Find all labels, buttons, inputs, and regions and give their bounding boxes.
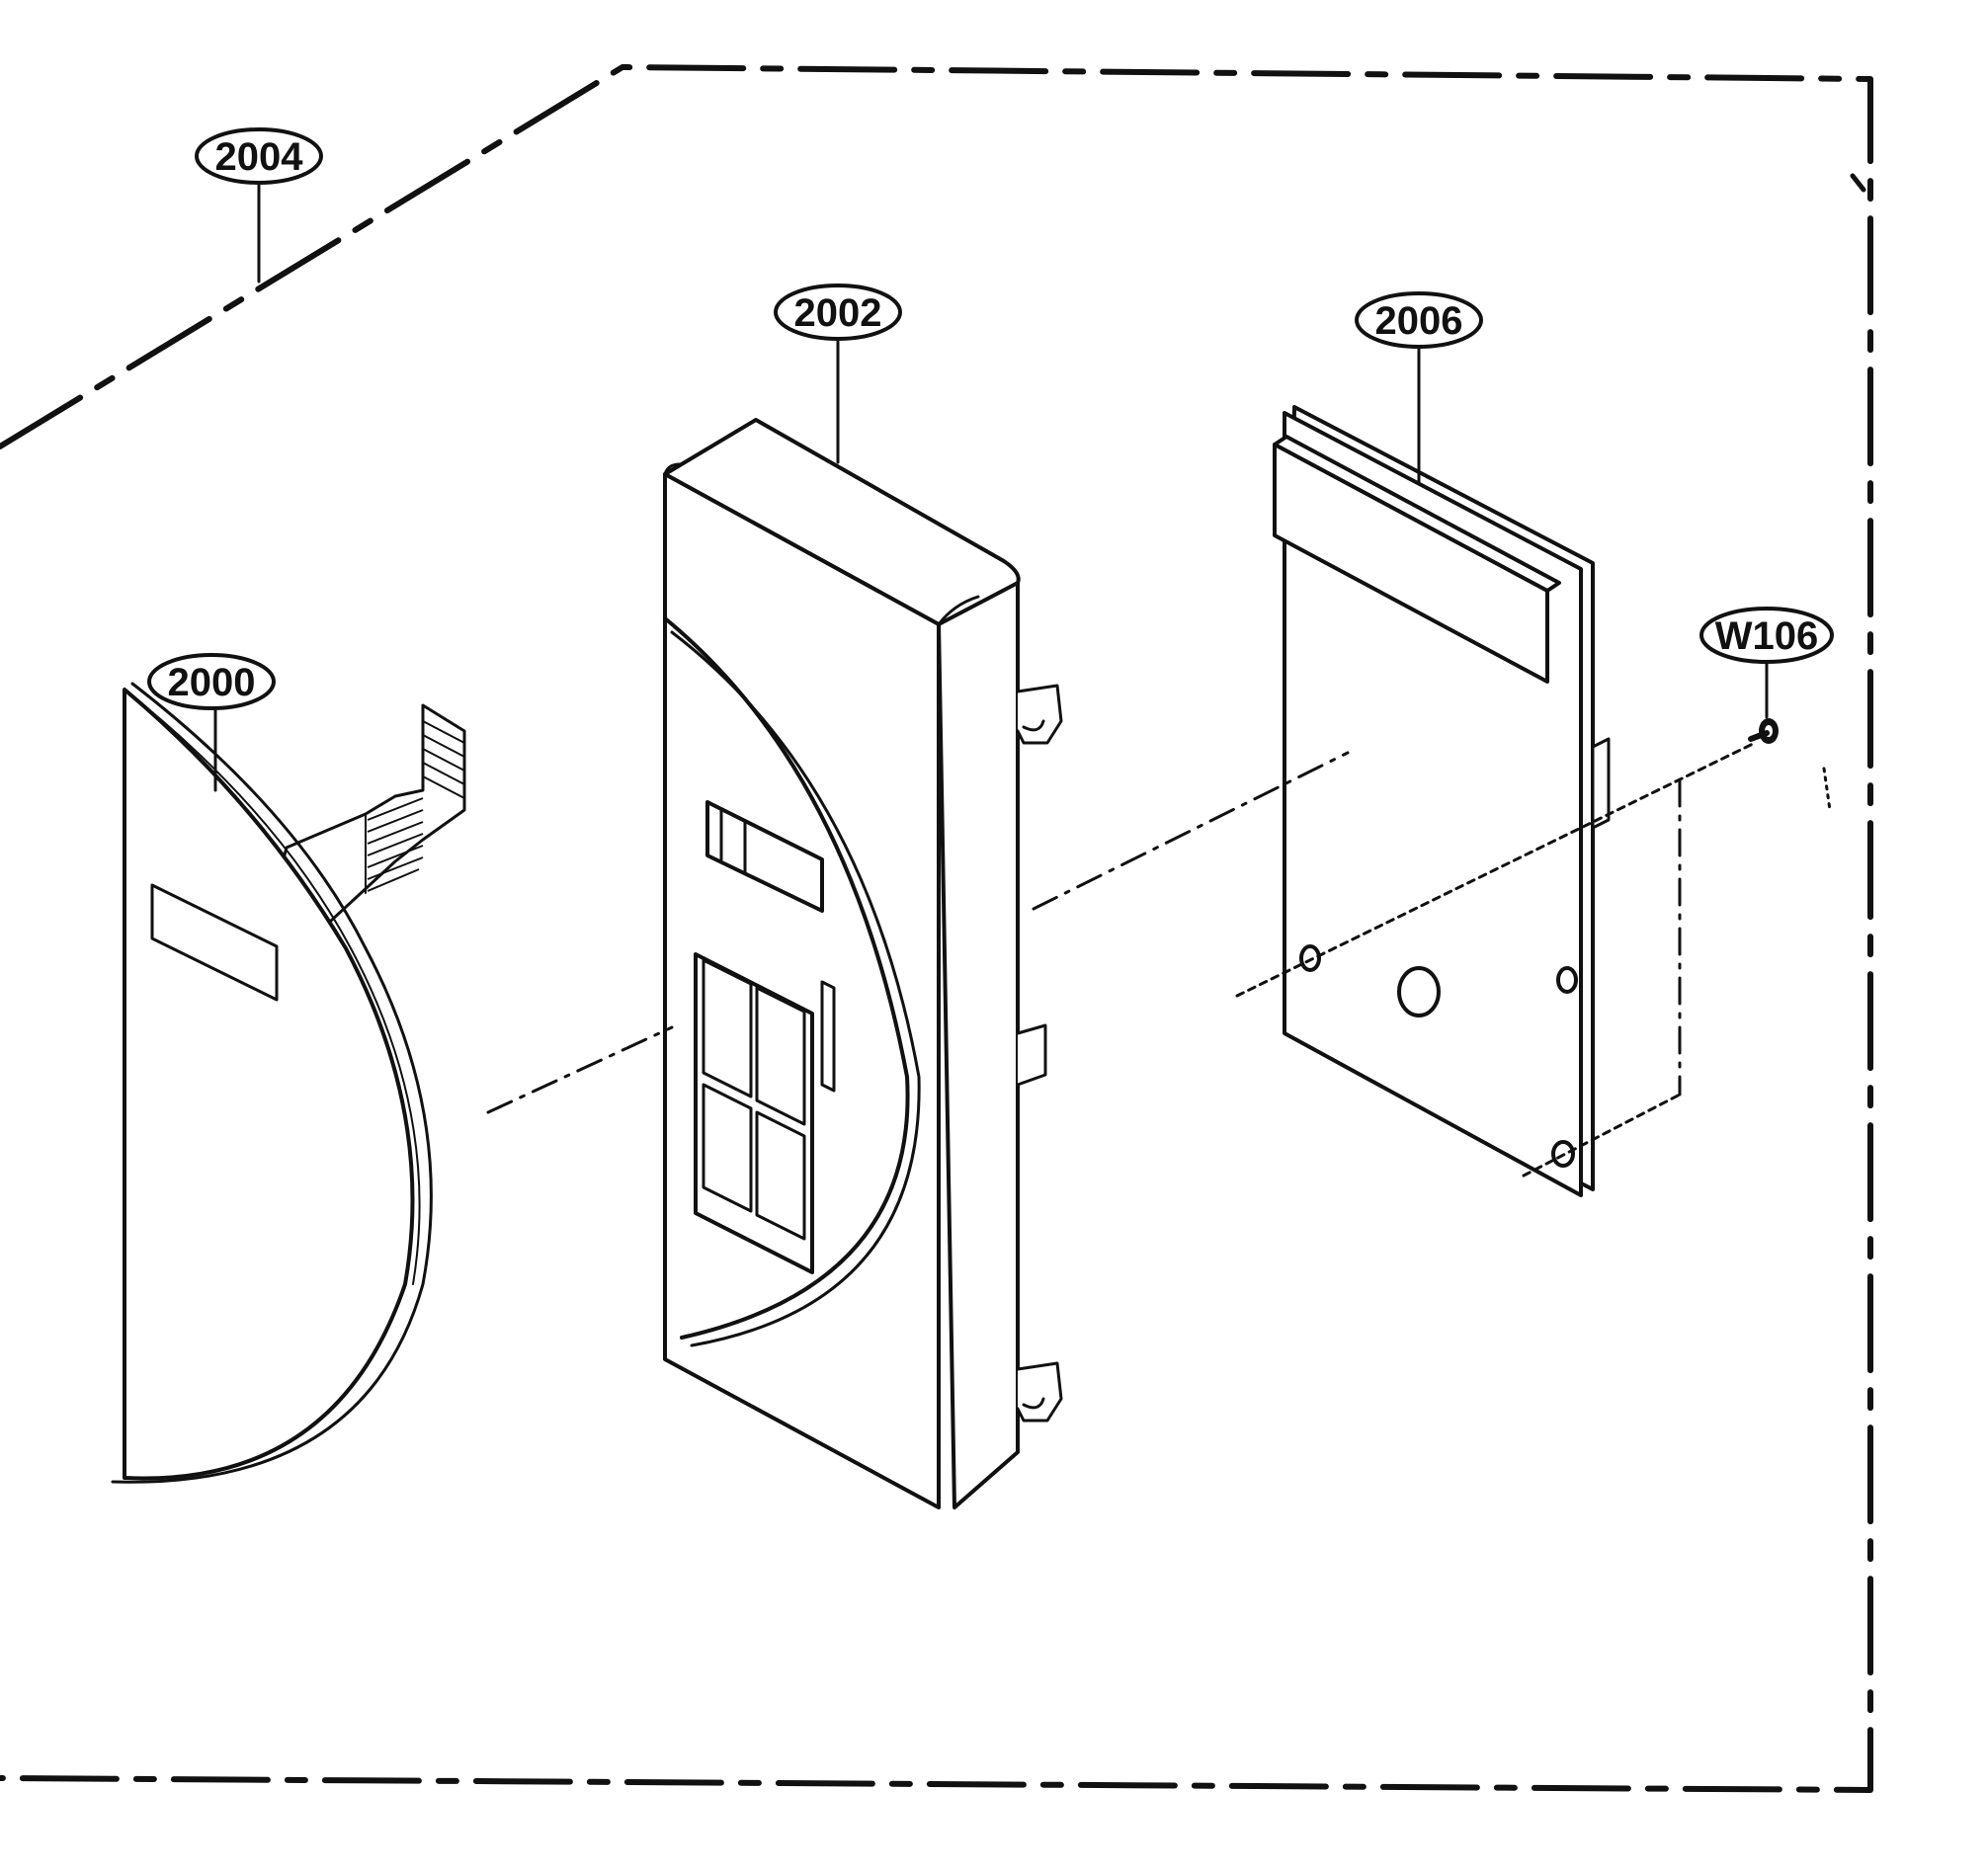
part-2002-front-panel [663,418,1063,1509]
boundary-mark [1850,173,1866,193]
assembly-guide-lines [486,741,1832,1178]
callout-2004: 2004 [195,127,323,185]
callout-2000-label: 2000 [168,661,256,704]
callout-W106-label: W106 [1715,614,1819,658]
callout-leaders [213,182,1769,792]
callout-2006-label: 2006 [1375,299,1463,343]
part-W106-screw [1748,718,1779,744]
callout-2000: 2000 [147,653,276,710]
callout-2002-label: 2002 [794,291,882,335]
callout-2004-label: 2004 [215,135,304,179]
callout-2006: 2006 [1355,291,1483,349]
callout-W106: W106 [1699,607,1834,664]
callout-2002: 2002 [774,284,902,341]
part-2000-overlay-film [111,682,466,1484]
part-2006-control-pcb [1273,405,1611,1197]
assembly-boundary [0,64,1873,1793]
